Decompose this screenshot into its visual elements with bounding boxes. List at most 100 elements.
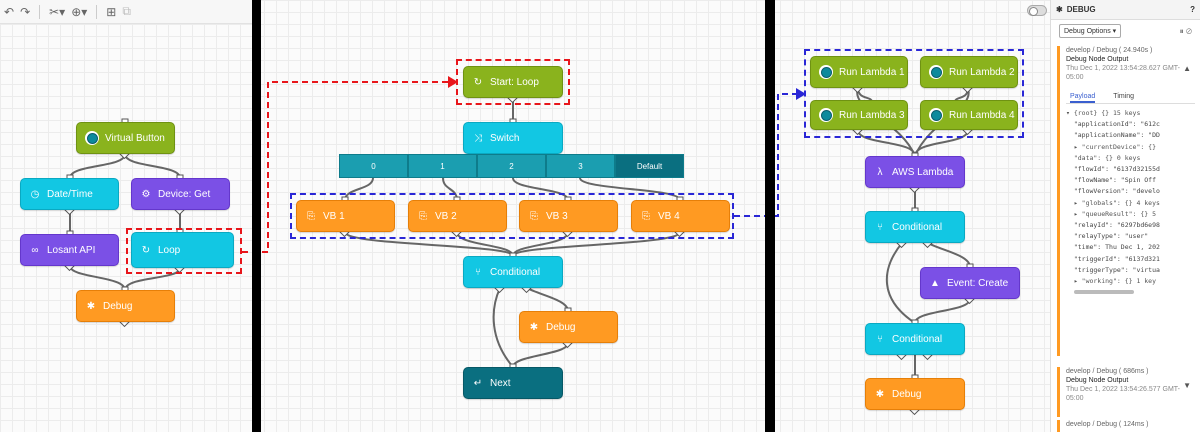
redo-icon[interactable]: ↷ [20, 4, 31, 19]
event-create-node[interactable]: ▲ Event: Create [920, 267, 1020, 299]
node-label: Debug [546, 321, 576, 333]
debug-entry[interactable]: develop / Debug ( 24.940s ) Debug Node O… [1057, 46, 1195, 356]
run-lambda-2-node[interactable]: Run Lambda 2 [920, 56, 1018, 88]
zoom-icon[interactable]: ⊕▾ [71, 4, 88, 19]
virtual-button-icon: ⎘ [419, 210, 427, 222]
vb1-node[interactable]: ⎘ VB 1 [296, 200, 395, 232]
device-icon: ⚙ [141, 188, 151, 200]
json-line: "applicationId": "612c [1066, 120, 1160, 129]
entry-source: develop / Debug ( 686ms ) [1066, 368, 1149, 375]
node-label: Device: Get [158, 188, 211, 200]
clock-icon: ◷ [30, 188, 40, 200]
conditional-node[interactable]: ⑂ Conditional [865, 211, 965, 243]
conditional-node[interactable]: ⑂ Conditional [865, 323, 965, 355]
node-label: Next [490, 377, 511, 389]
node-label: Conditional [490, 266, 541, 278]
json-line[interactable]: ▸ "queueResult": {} 5 [1066, 209, 1157, 218]
debug-node[interactable]: ✱ Debug [76, 290, 175, 322]
node-label: VB 4 [658, 210, 680, 222]
switch-node[interactable]: ⤨ Switch [463, 122, 563, 154]
infinity-icon: ∞ [31, 244, 39, 256]
node-label: Debug [103, 300, 133, 312]
tab-payload[interactable]: Payload [1070, 92, 1096, 103]
branch-icon: ⑂ [475, 266, 481, 278]
help-icon[interactable]: ? [1190, 5, 1195, 14]
scissors-icon[interactable]: ✂▾ [49, 4, 66, 19]
undo-icon[interactable]: ↶ [4, 4, 15, 19]
duplicate-icon[interactable]: ⧉ [122, 4, 131, 18]
run-lambda-4-node[interactable]: Run Lambda 4 [920, 100, 1018, 130]
debug-entry[interactable]: develop / Debug ( 124ms ) [1057, 420, 1195, 432]
entry-tabs: Payload Timing [1066, 92, 1195, 104]
switch-case-2[interactable]: 2 [477, 154, 546, 178]
conditional-node[interactable]: ⑂ Conditional [463, 256, 563, 288]
node-label: Run Lambda 1 [839, 66, 905, 78]
debug-options-dropdown[interactable]: Debug Options ▾ [1059, 24, 1122, 38]
json-line: "flowName": "Spin Off [1066, 176, 1157, 185]
vb4-node[interactable]: ⎘ VB 4 [631, 200, 730, 232]
tab-timing[interactable]: Timing [1113, 93, 1135, 100]
datetime-node[interactable]: ◷ Date/Time [20, 178, 119, 210]
virtual-button-node[interactable]: Virtual Button [76, 122, 175, 154]
entry-name: Debug Node Output [1066, 56, 1129, 63]
node-label: Run Lambda 3 [839, 109, 905, 121]
debug-panel: ✱ DEBUG ? Debug Options ▾ ⏸ ⊘ develop / … [1050, 0, 1200, 432]
json-line[interactable]: ▸ "currentDevice": {} [1066, 142, 1157, 151]
add-icon[interactable]: ⊞ [106, 4, 117, 19]
node-label: Date/Time [47, 188, 93, 200]
device-get-node[interactable]: ⚙ Device: Get [131, 178, 230, 210]
loop-node[interactable]: ↻ Loop [131, 232, 234, 268]
debug-node[interactable]: ✱ Debug [865, 378, 965, 410]
debug-header: ✱ DEBUG ? [1051, 0, 1200, 20]
virtual-button-icon [929, 65, 943, 79]
payload-json: ▾ {root} {} 15 keys "applicationId": "61… [1066, 108, 1195, 287]
entry-source: develop / Debug ( 24.940s ) [1066, 47, 1153, 54]
virtual-button-icon [819, 65, 833, 79]
switch-case-3[interactable]: 3 [546, 154, 615, 178]
expand-icon[interactable]: ▼ [1183, 381, 1191, 390]
debug-node[interactable]: ✱ Debug [519, 311, 618, 343]
branch-icon: ⑂ [877, 333, 883, 345]
json-line[interactable]: ▾ {root} {} 15 keys [1066, 109, 1141, 117]
loop-icon: ↻ [141, 244, 151, 256]
node-label: Losant API [47, 244, 96, 256]
return-icon: ↵ [473, 377, 483, 389]
vb2-node[interactable]: ⎘ VB 2 [408, 200, 507, 232]
clear-icon[interactable]: ⊘ [1185, 27, 1192, 36]
start-loop-highlight-box [456, 59, 570, 105]
virtual-button-icon: ⎘ [530, 210, 538, 222]
collapse-icon[interactable]: ▲ [1183, 64, 1191, 73]
case-label: 1 [440, 161, 445, 171]
run-lambda-1-node[interactable]: Run Lambda 1 [810, 56, 908, 88]
debug-entry[interactable]: develop / Debug ( 686ms ) Debug Node Out… [1057, 367, 1195, 417]
shuffle-icon: ⤨ [474, 132, 482, 144]
bug-icon: ✱ [86, 300, 96, 312]
pause-icon[interactable]: ⏸ [1179, 27, 1184, 36]
panel-divider-left [252, 0, 261, 432]
vb3-node[interactable]: ⎘ VB 3 [519, 200, 618, 232]
entry-source: develop / Debug ( 124ms ) [1066, 421, 1149, 428]
json-line: "flowId": "6137d32155d [1066, 165, 1160, 174]
switch-case-default[interactable]: Default [615, 154, 684, 178]
virtual-button-icon [85, 131, 99, 145]
virtual-button-icon: ⎘ [307, 210, 315, 222]
losant-api-node[interactable]: ∞ Losant API [20, 234, 119, 266]
entry-time: Thu Dec 1, 2022 13:54:28.627 GMT-05:00 [1066, 65, 1181, 81]
virtual-button-icon [929, 108, 943, 122]
run-lambda-3-node[interactable]: Run Lambda 3 [810, 100, 908, 130]
json-line[interactable]: ▸ "working": {} 1 key [1066, 277, 1157, 286]
horizontal-scrollbar[interactable] [1074, 290, 1134, 295]
switch-case-1[interactable]: 1 [408, 154, 477, 178]
node-label: Run Lambda 4 [949, 109, 1015, 121]
switch-case-0[interactable]: 0 [339, 154, 408, 178]
json-line: "triggerType": "virtua [1066, 265, 1160, 274]
json-line: "time": Thu Dec 1, 202 [1066, 243, 1160, 252]
json-line[interactable]: ▸ "globals": {} 4 keys [1066, 198, 1160, 207]
next-node[interactable]: ↵ Next [463, 367, 563, 399]
node-label: Event: Create [947, 277, 1009, 289]
aws-lambda-node[interactable]: λ AWS Lambda [865, 156, 965, 188]
start-loop-node[interactable]: ↻ Start: Loop [463, 66, 563, 98]
canvas-toggle[interactable] [1027, 5, 1047, 16]
bug-icon: ✱ [875, 388, 885, 400]
node-label: Debug [892, 388, 922, 400]
